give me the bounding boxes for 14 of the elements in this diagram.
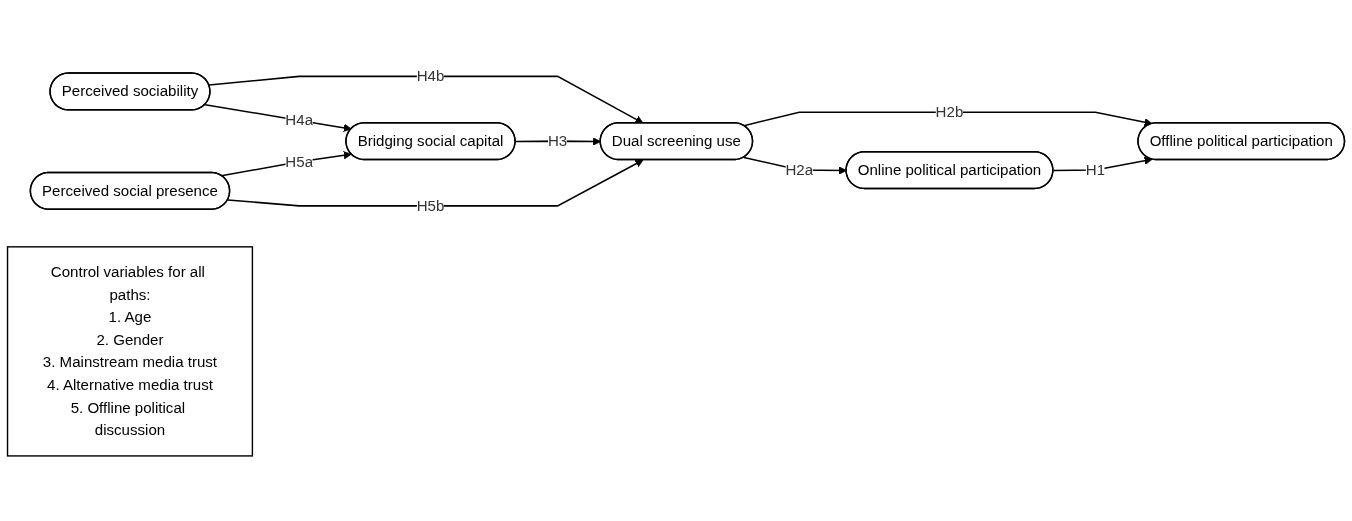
edge-label: H4b — [416, 67, 445, 84]
node-box: Control variables for all paths: 1. Age 2. Gender 3. Mainstream media trust 4. Alternative media trust 5. Offline political discussion — [6, 246, 254, 457]
arrow — [208, 75, 644, 124]
edge-label: H2b — [935, 103, 964, 120]
edge-label: H5a — [285, 153, 314, 170]
edge-label: H5b — [416, 197, 445, 214]
edge-label: H3 — [547, 132, 568, 149]
edge-label: H4a — [285, 111, 314, 128]
arrow — [1052, 156, 1153, 172]
arrow — [204, 103, 352, 132]
arrow — [743, 111, 1153, 127]
edge-label: H2a — [785, 161, 814, 178]
arrow — [227, 159, 644, 207]
edge-label: H1 — [1085, 161, 1106, 178]
